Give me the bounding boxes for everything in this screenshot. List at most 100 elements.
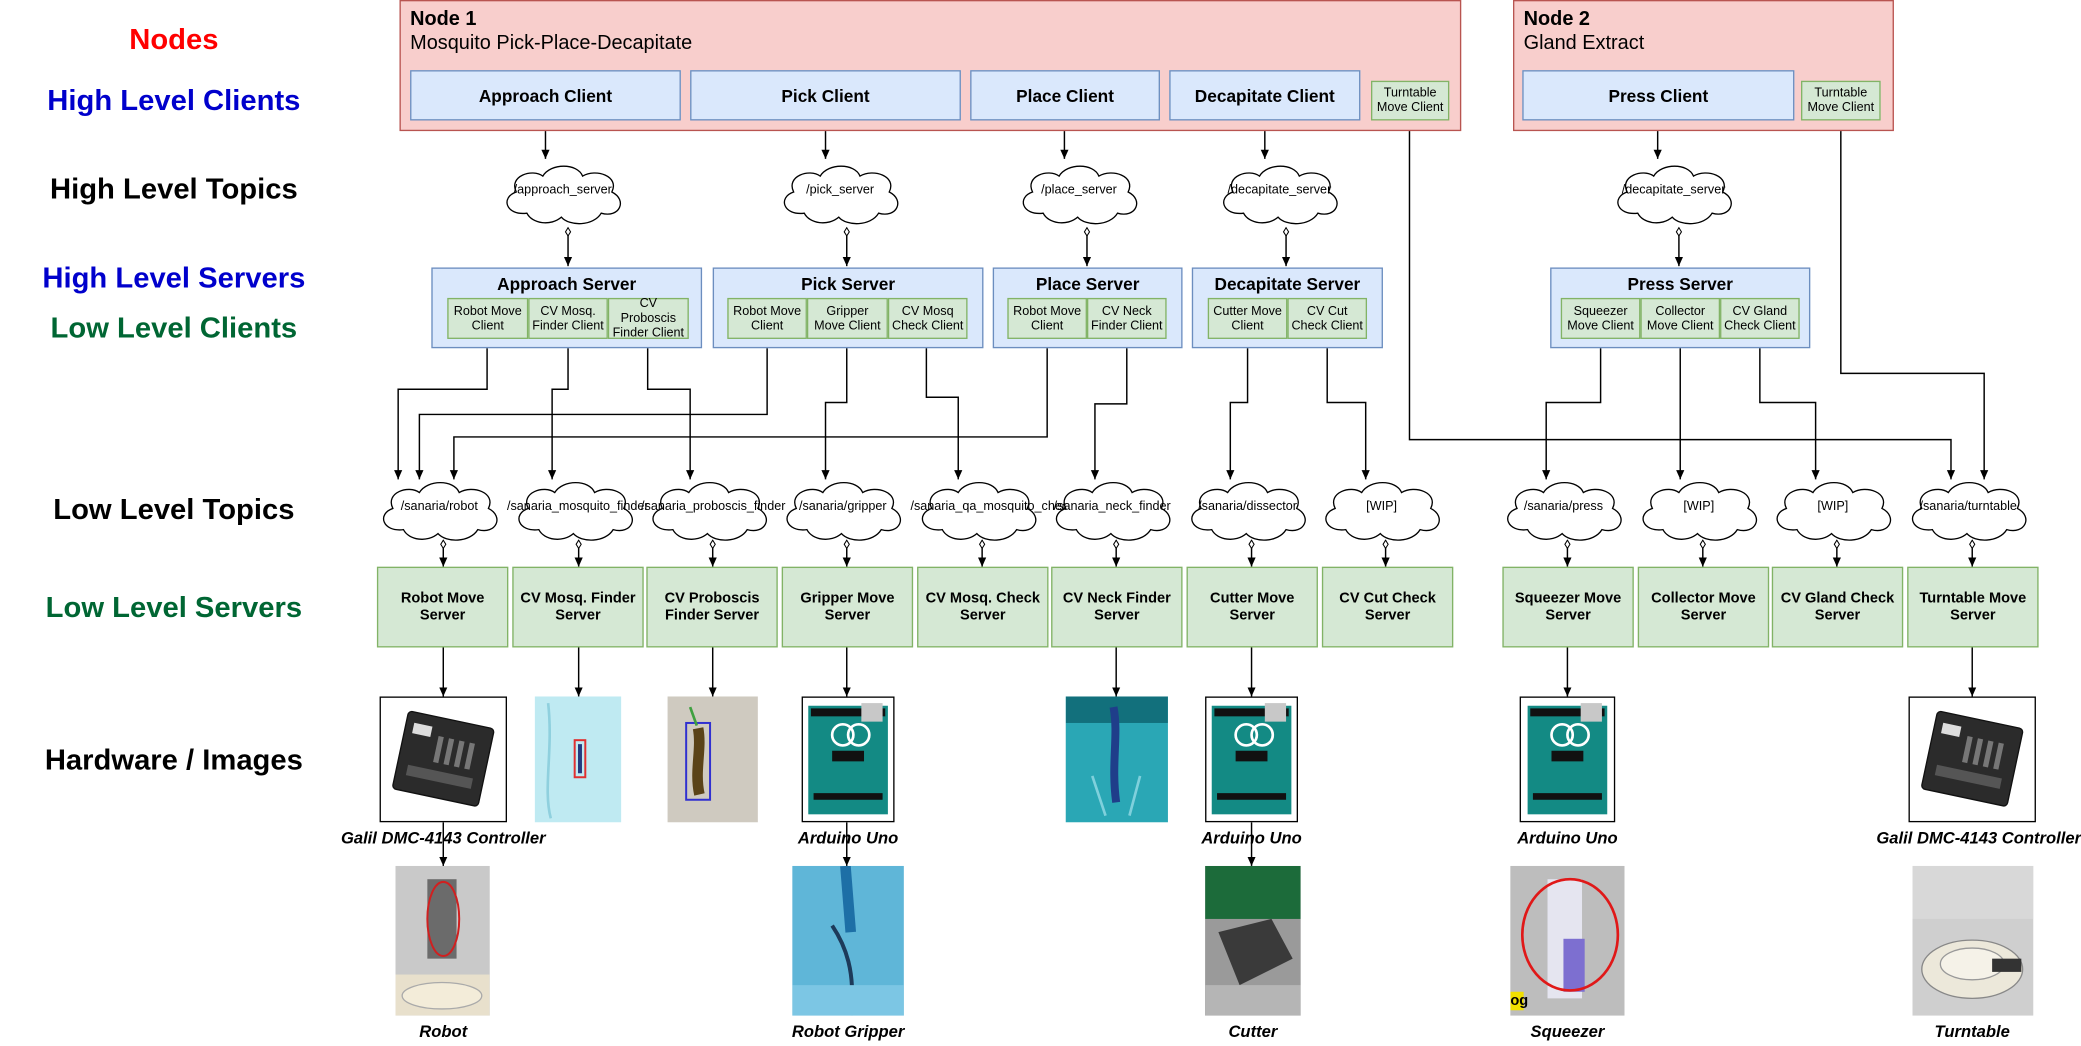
pick-client[interactable]: Pick Client [690, 70, 961, 121]
topic-decapitate-server[interactable]: /decapitate_server [1212, 160, 1347, 226]
cv-cut-check-client[interactable]: CV Cut Check Client [1287, 297, 1368, 339]
topic-mosquito-finder[interactable]: /sanaria_mosquito_finder [507, 477, 649, 543]
topic-label: /sanaria/turntable [1919, 499, 2017, 514]
cv-neck-finder-client[interactable]: CV Neck Finder Client [1086, 297, 1167, 339]
collector-move-client[interactable]: Collector Move Client [1640, 297, 1721, 339]
cloud-icon [1191, 481, 1306, 541]
gripper-move-server[interactable]: Gripper Move Server [781, 566, 914, 648]
collector-move-server[interactable]: Collector Move Server [1637, 566, 1770, 648]
cloud-icon [1642, 481, 1758, 541]
gripper-move-client[interactable]: Gripper Move Client [806, 297, 888, 339]
cloud-icon [1911, 481, 2027, 541]
topic-label: /place_server [1041, 182, 1117, 198]
topic-qa-mosquito-check[interactable]: /sanaria_qa_mosquito_check [910, 477, 1075, 543]
cv-mosq-check-client[interactable]: CV Mosq Check Client [887, 297, 968, 339]
turntable-move-client-node1[interactable]: Turntable Move Client [1370, 80, 1450, 121]
topic-sanaria-robot[interactable]: /sanaria/robot [372, 477, 507, 543]
cv-proboscis-finder-client[interactable]: CV Proboscis Finder Client [607, 297, 689, 340]
mosquito-finder-image [534, 696, 622, 823]
server-title: Press Server [1627, 274, 1733, 294]
squeezer-move-server[interactable]: Squeezer Move Server [1502, 566, 1634, 648]
server-title: Pick Server [801, 274, 896, 294]
robot-move-server[interactable]: Robot Move Server [376, 566, 509, 648]
node-2-subtitle: Gland Extract [1523, 31, 1645, 55]
cv-mosq-finder-client[interactable]: CV Mosq. Finder Client [528, 297, 608, 339]
topic-proboscis-finder[interactable]: /sanaria_proboscis_finder [641, 477, 786, 543]
row-label-high-level-topics: High Level Topics [50, 172, 298, 206]
robot-move-client[interactable]: Robot Move Client [727, 297, 807, 339]
caption-galil-controller-turntable: Galil DMC-4143 Controller [1876, 828, 2081, 848]
cloud-icon [652, 481, 768, 541]
caption-robot-gripper: Robot Gripper [791, 1022, 905, 1041]
caption-robot: Robot [419, 1022, 468, 1041]
squeezer-photo: og [1510, 865, 1625, 1016]
topic-label: /sanaria_neck_finder [1053, 499, 1171, 514]
approach-client[interactable]: Approach Client [410, 70, 681, 121]
row-label-low-level-topics: Low Level Topics [53, 492, 295, 526]
robot-gripper-photo [792, 865, 904, 1016]
arduino-uno-image-cutter [1205, 696, 1299, 823]
squeezer-photo-corner-text: og [1510, 993, 1529, 1009]
topic-pick-server[interactable]: /pick_server [772, 160, 907, 226]
squeezer-move-client[interactable]: Squeezer Move Client [1560, 297, 1641, 339]
cloud-icon [1223, 165, 1338, 225]
topic-wip-collector[interactable]: [WIP] [1631, 477, 1766, 543]
topic-label: /sanaria_proboscis_finder [641, 499, 786, 514]
node-1-title: Node 1 [410, 7, 477, 31]
topic-sanaria-gripper[interactable]: /sanaria/gripper [775, 477, 910, 543]
topic-sanaria-dissector[interactable]: /sanaria/dissector [1180, 477, 1315, 543]
topic-label: [WIP] [1683, 499, 1715, 514]
cloud-icon [506, 165, 622, 225]
decapitate-client[interactable]: Decapitate Client [1169, 70, 1361, 121]
cloud-icon [921, 481, 1037, 541]
topic-label: /sanaria/gripper [798, 499, 887, 514]
caption-turntable: Turntable [1934, 1022, 2010, 1041]
server-title: Decapitate Server [1214, 274, 1361, 294]
press-client[interactable]: Press Client [1522, 70, 1795, 121]
topic-wip-cut-check[interactable]: [WIP] [1314, 477, 1449, 543]
cv-cut-check-server[interactable]: CV Cut Check Server [1321, 566, 1454, 648]
topic-press-decapitate-server[interactable]: /decapitate_server [1606, 160, 1741, 226]
cloud-icon [1617, 165, 1732, 225]
cutter-move-client[interactable]: Cutter Move Client [1207, 297, 1288, 339]
topic-label: /decapitate_server [1621, 182, 1726, 198]
topic-wip-gland-check[interactable]: [WIP] [1765, 477, 1900, 543]
cloud-icon [783, 165, 899, 225]
topic-neck-finder[interactable]: /sanaria_neck_finder [1045, 477, 1180, 543]
topic-label: /sanaria_qa_mosquito_check [910, 499, 1075, 514]
topic-place-server[interactable]: /place_server [1011, 160, 1146, 226]
caption-galil-controller: Galil DMC-4143 Controller [340, 828, 546, 848]
cv-gland-check-server[interactable]: CV Gland Check Server [1771, 566, 1904, 648]
row-label-high-level-clients: High Level Clients [47, 83, 301, 117]
robot-move-client[interactable]: Robot Move Client [1007, 297, 1087, 339]
turntable-photo [1912, 865, 2034, 1016]
server-title: Approach Server [497, 274, 637, 294]
topic-label: /decapitate_server [1227, 182, 1332, 198]
place-client[interactable]: Place Client [970, 70, 1160, 121]
topic-sanaria-press[interactable]: /sanaria/press [1496, 477, 1631, 543]
server-title: Place Server [1035, 274, 1140, 294]
caption-squeezer: Squeezer [1530, 1022, 1605, 1041]
cv-mosq-finder-server[interactable]: CV Mosq. Finder Server [512, 566, 644, 648]
cloud-icon [518, 481, 633, 541]
proboscis-finder-image [667, 696, 758, 823]
robot-move-client[interactable]: Robot Move Client [447, 297, 529, 339]
turntable-move-client-node2[interactable]: Turntable Move Client [1801, 80, 1881, 121]
caption-cutter: Cutter [1228, 1022, 1278, 1041]
cv-proboscis-finder-server[interactable]: CV Proboscis Finder Server [646, 566, 778, 648]
cv-gland-check-client[interactable]: CV Gland Check Client [1720, 297, 1800, 339]
turntable-move-server[interactable]: Turntable Move Server [1907, 566, 2039, 648]
topic-label: /pick_server [806, 182, 875, 198]
neck-finder-image [1065, 696, 1168, 823]
cloud-icon [382, 481, 498, 541]
cutter-move-server[interactable]: Cutter Move Server [1186, 566, 1318, 648]
galil-controller-image [379, 696, 507, 823]
cloud-icon [1776, 481, 1892, 541]
topic-approach-server[interactable]: /approach_server [495, 160, 630, 226]
topic-label: /sanaria/press [1523, 499, 1604, 514]
cutter-photo [1205, 865, 1301, 1016]
node-2-title: Node 2 [1523, 7, 1591, 31]
cv-neck-finder-server[interactable]: CV Neck Finder Server [1051, 566, 1183, 648]
topic-sanaria-turntable[interactable]: /sanaria/turntable [1901, 477, 2036, 543]
cv-mosq-check-server[interactable]: CV Mosq. Check Server [917, 566, 1049, 648]
